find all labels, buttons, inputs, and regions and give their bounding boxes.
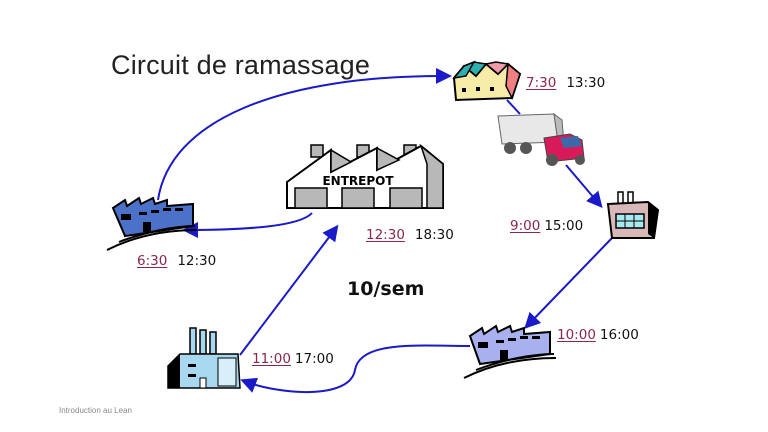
truck-icon bbox=[497, 112, 585, 166]
departure-time: 15:00 bbox=[544, 218, 584, 234]
factory-icon-supplier-4 bbox=[463, 324, 557, 379]
route-supplier-3-to-4 bbox=[524, 237, 613, 329]
arrival-time: 6:30 bbox=[137, 253, 168, 269]
factory-icon-supplier-5 bbox=[167, 327, 241, 389]
route-depot-to-supplier-1 bbox=[182, 212, 313, 238]
frequency-label: 10/sem bbox=[347, 278, 425, 300]
route-supplier-5-to-depot bbox=[239, 224, 339, 356]
warehouse-label: ENTREPOT bbox=[322, 174, 394, 188]
departure-time: 13:30 bbox=[566, 75, 606, 91]
factory-icon-supplier-3 bbox=[606, 191, 660, 239]
departure-time: 18:30 bbox=[414, 227, 454, 243]
warehouse-icon: ENTREPOT bbox=[286, 143, 444, 209]
times-supplier-1: 6:30 12:30 bbox=[137, 253, 216, 269]
times-supplier-2: 7:30 13:30 bbox=[526, 75, 605, 91]
arrival-time: 10:00 bbox=[557, 327, 596, 343]
route-truck-to-supplier-3 bbox=[565, 164, 603, 209]
arrival-time: 9:00 bbox=[510, 218, 541, 234]
route-supplier-1-to-2 bbox=[157, 67, 452, 201]
slide-title: Circuit de ramassage bbox=[111, 50, 371, 80]
departure-time: 16:00 bbox=[599, 327, 639, 343]
departure-time: 17:00 bbox=[294, 351, 334, 367]
factory-icon-supplier-2 bbox=[452, 60, 522, 102]
route-supplier-4-to-5 bbox=[240, 344, 471, 393]
factory-icon-supplier-1 bbox=[106, 196, 198, 251]
slide-footer: Introduction au Lean bbox=[59, 406, 132, 415]
arrival-time: 12:30 bbox=[366, 227, 405, 243]
arrival-time: 11:00 bbox=[252, 351, 291, 367]
departure-time: 12:30 bbox=[177, 253, 217, 269]
times-depot: 12:30 18:30 bbox=[366, 227, 454, 243]
arrival-time: 7:30 bbox=[526, 75, 557, 91]
route-supplier-2-to-truck bbox=[506, 99, 521, 115]
